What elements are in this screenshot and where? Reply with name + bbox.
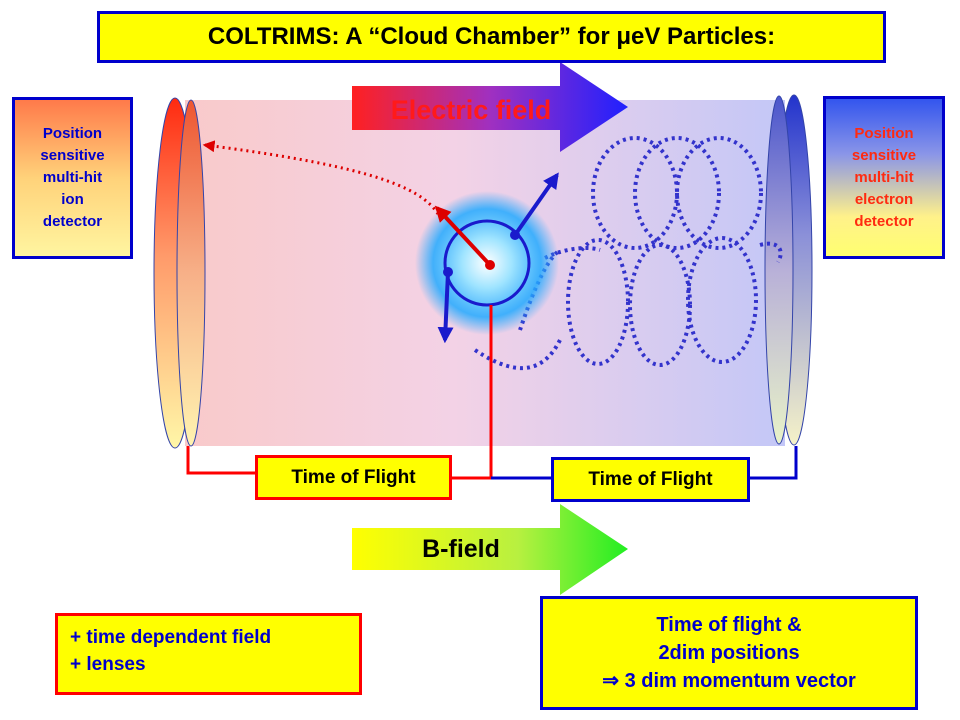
summary-line: 2dim positions	[658, 642, 800, 664]
electric-field-label: Electric field	[390, 94, 552, 125]
momentum-sphere	[443, 219, 531, 307]
title-text: COLTRIMS: A “Cloud Chamber” for μeV Part…	[207, 23, 776, 50]
ion-detector-line: ion	[61, 191, 84, 208]
electron-detector-label: Position sensitive multi-hit electron de…	[823, 96, 945, 259]
ion-time-of-flight-box: Time of Flight	[255, 455, 452, 500]
electron-tof-wire-right	[750, 446, 798, 480]
electron-momentum-vector-2	[437, 271, 454, 344]
electron-detector-plate	[764, 94, 813, 446]
electron-detector-line: multi-hit	[854, 168, 914, 186]
notes-box: + time dependent field + lenses	[55, 613, 362, 695]
summary-line: ⇒ 3 dim momentum vector	[602, 670, 856, 692]
electron-detector-line: sensitive	[851, 146, 917, 164]
ion-dot	[485, 260, 495, 270]
ion-detector-plate	[153, 97, 206, 449]
ion-detector-line: multi-hit	[42, 169, 103, 186]
summary-line: Time of flight &	[656, 614, 802, 636]
ion-detector-line: sensitive	[40, 147, 105, 164]
electric-field-arrow	[352, 62, 628, 152]
electron-dot-2	[443, 267, 453, 277]
ion-trajectory	[202, 140, 440, 215]
ion-tof-wire	[186, 446, 255, 475]
electron-detector-line: Position	[854, 124, 914, 142]
electron-detector-line: electron	[854, 190, 914, 208]
electron-tof-label: Time of Flight	[588, 468, 713, 490]
electron-time-of-flight-box: Time of Flight	[551, 457, 750, 502]
ion-tof-label: Time of Flight	[291, 466, 416, 488]
electron-detector-line: detector	[854, 212, 914, 230]
ion-momentum-vector	[434, 205, 492, 267]
b-field-label: B-field	[422, 534, 500, 563]
ion-detector-line: Position	[42, 125, 103, 142]
note-line: + lenses	[70, 654, 146, 675]
electron-trajectory	[473, 136, 783, 370]
electron-dot-1	[510, 230, 520, 240]
b-field-arrow	[352, 504, 628, 595]
note-line: + time dependent field	[70, 627, 272, 648]
ion-detector-line: detector	[42, 213, 103, 230]
electron-momentum-vector-1	[513, 172, 559, 237]
page-title: COLTRIMS: A “Cloud Chamber” for μeV Part…	[97, 11, 886, 63]
summary-box: Time of flight & 2dim positions ⇒ 3 dim …	[540, 596, 918, 710]
ion-detector-label: Position sensitive multi-hit ion detecto…	[12, 97, 133, 259]
